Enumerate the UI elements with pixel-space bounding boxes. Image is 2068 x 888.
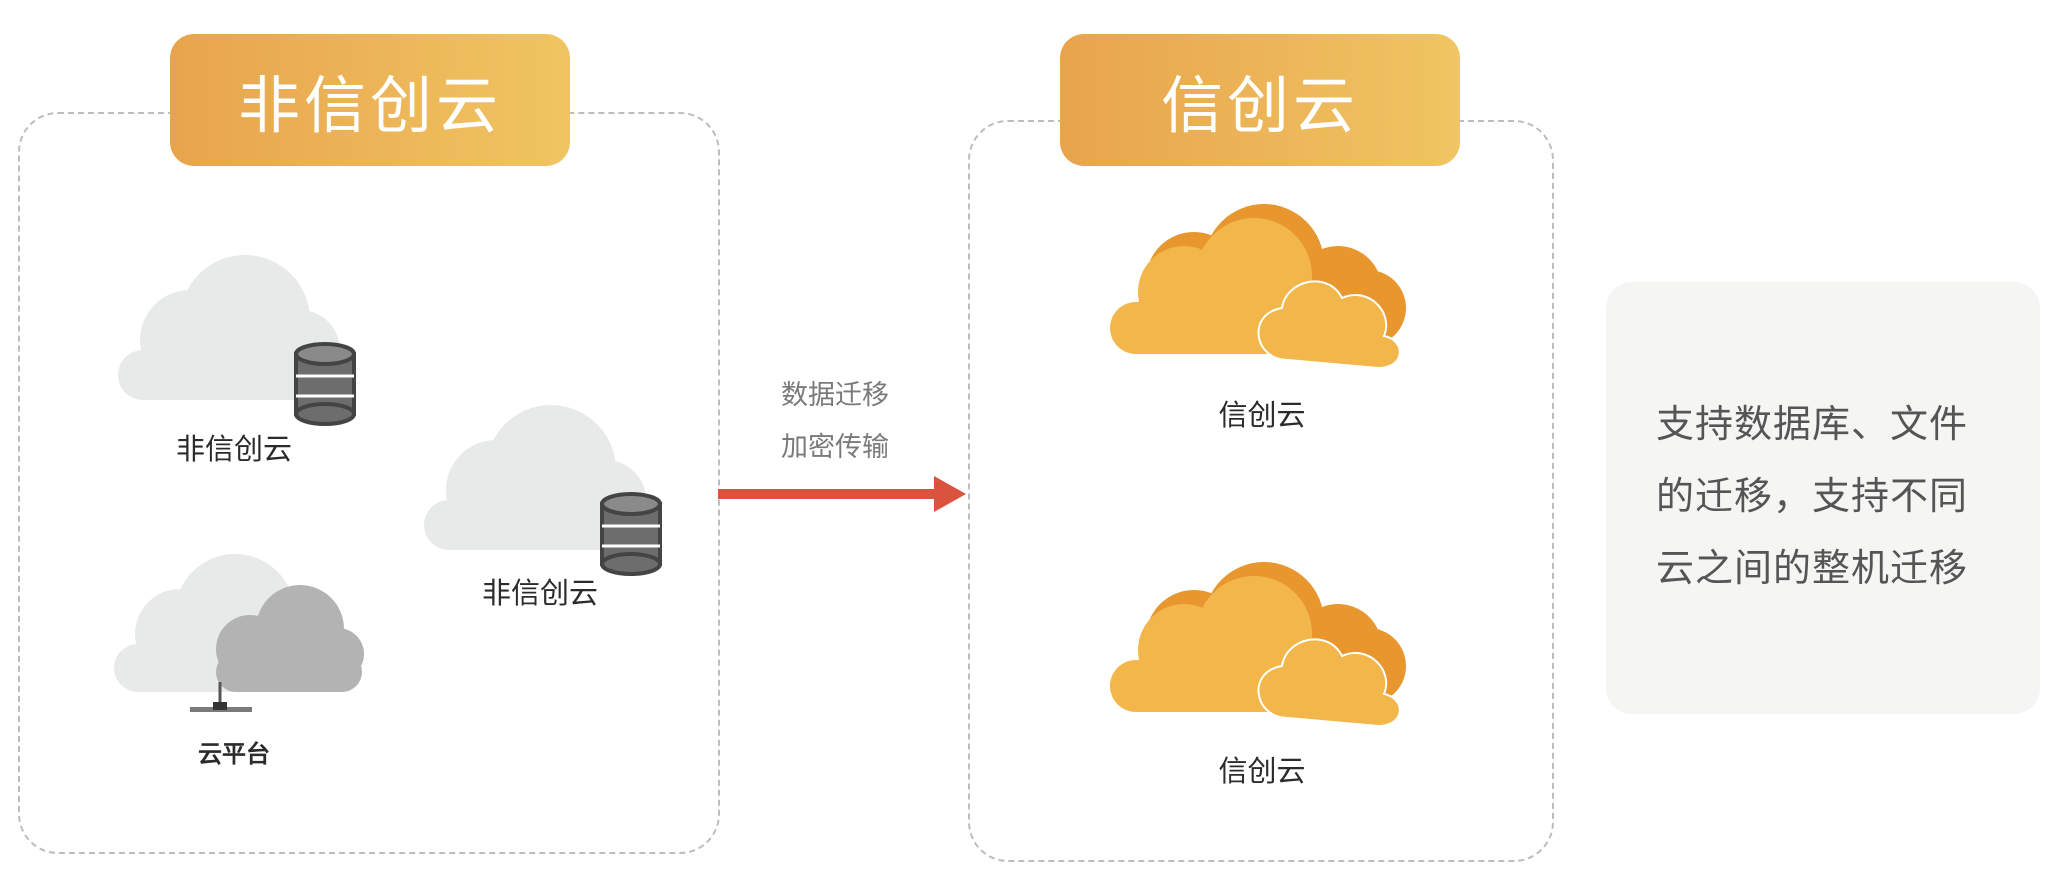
cloud-label: 非信创云 — [481, 576, 599, 610]
cloud-database-icon — [118, 255, 356, 426]
cloud-platform-label: 云平台 — [198, 740, 270, 768]
cloud-database-icon — [424, 405, 662, 576]
arrow-caption-line2: 加密传输 — [781, 432, 889, 463]
note-line: 云之间的整机迁移 — [1656, 546, 1969, 590]
arrow-caption: 数据迁移 加密传输 — [760, 370, 910, 474]
non-xinchuang-title-badge: 非信创云 — [170, 34, 570, 166]
migration-arrow-icon — [718, 476, 966, 512]
cloud-icon — [1110, 562, 1406, 728]
feature-note-box: 支持数据库、文件 的迁移，支持不同 云之间的整机迁移 — [1606, 282, 2040, 714]
cloud-label: 信创云 — [1218, 398, 1306, 432]
cloud-label: 非信创云 — [175, 432, 293, 466]
note-line: 的迁移，支持不同 — [1656, 474, 1969, 518]
note-line: 支持数据库、文件 — [1656, 402, 1969, 446]
xinchuang-title-badge: 信创云 — [1060, 34, 1460, 166]
cloud-label: 信创云 — [1218, 754, 1306, 788]
cloud-icon — [1110, 204, 1406, 370]
arrow-caption-line1: 数据迁移 — [781, 380, 889, 411]
cloud-platform-icon — [114, 554, 364, 712]
